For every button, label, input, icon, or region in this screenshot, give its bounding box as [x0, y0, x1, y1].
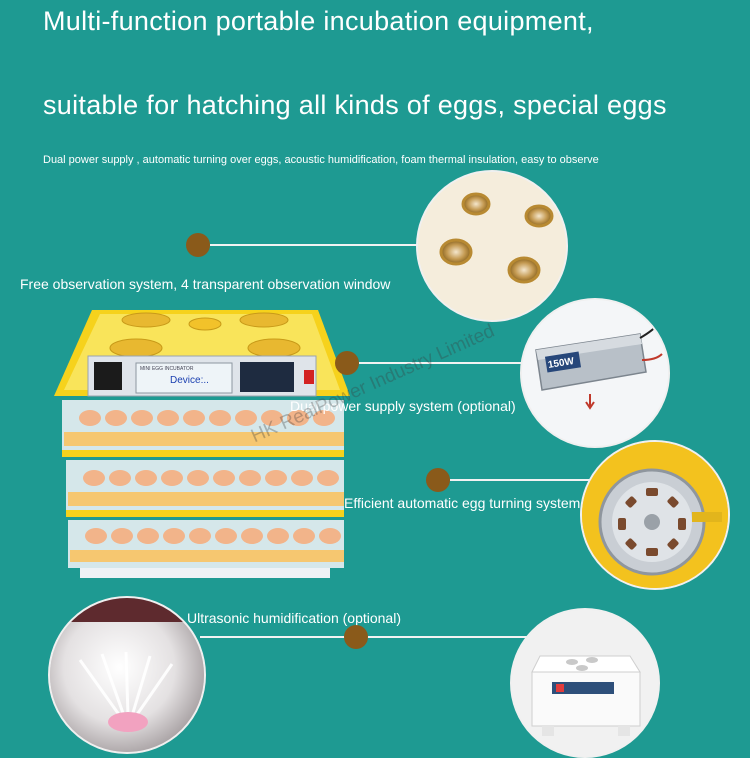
power-inverter-photo: 150W [520, 298, 670, 448]
headline-line-2: suitable for hatching all kinds of eggs,… [43, 90, 667, 120]
power-inverter-illustration [522, 300, 668, 446]
incubator-panel-label: Device:.. [170, 375, 209, 386]
callout-line-turning [450, 479, 590, 481]
headline-line-1: Multi-function portable incubation equip… [43, 6, 594, 36]
humidifier-mist-photo [48, 596, 206, 754]
turning-motor-photo [580, 440, 730, 590]
humidifier-box-photo [510, 608, 660, 758]
callout-dot-turning [426, 468, 450, 492]
humidifier-box-illustration [512, 610, 658, 756]
callout-dot-power [335, 351, 359, 375]
incubator-brand-plate: MINI EGG INCUBATOR [140, 366, 194, 372]
callout-dot-humidification [344, 625, 368, 649]
incubator-illustration [54, 310, 350, 578]
observation-window-photo [416, 170, 568, 322]
callout-label-turning: Efficient automatic egg turning system [344, 495, 581, 511]
callout-line-power [359, 362, 521, 364]
callout-dot-observation [186, 233, 210, 257]
incubator-photo: Device:.. MINI EGG INCUBATOR [50, 310, 360, 580]
humidifier-mist-illustration [50, 598, 204, 752]
callout-label-power: Dual power supply system (optional) [290, 398, 516, 414]
callout-label-observation: Free observation system, 4 transparent o… [20, 276, 391, 292]
observation-windows-illustration [418, 172, 566, 320]
callout-label-humidification: Ultrasonic humidification (optional) [187, 610, 401, 626]
callout-line-observation [210, 244, 418, 246]
turning-motor-illustration [582, 442, 728, 588]
features-line: Dual power supply , automatic turning ov… [43, 154, 599, 166]
